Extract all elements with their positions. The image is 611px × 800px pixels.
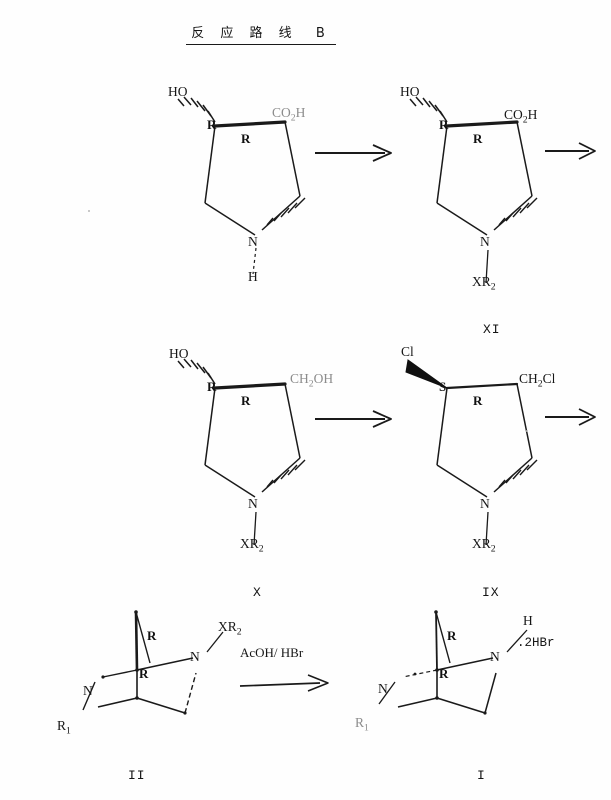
structure-X-side-chain-tail: OH xyxy=(313,371,334,386)
structure-II-n-top-substituent: XR2 xyxy=(218,620,242,637)
structure-1-c2-stereo: R xyxy=(241,131,251,146)
structure-II-bridge-stereo-bottom: R xyxy=(139,666,149,681)
structure-1-nitrogen-label: N xyxy=(248,234,258,249)
structure-1-carboxyl-C: CO xyxy=(272,105,291,120)
structure-XI-n-sub-index: 2 xyxy=(490,281,496,293)
structure-XI-c2-stereo: R xyxy=(473,131,483,146)
structure-IX-nitrogen-label: N xyxy=(480,496,490,511)
structure-IX-side-chain-sub: 2 xyxy=(537,378,543,390)
structure-XI-hydroxyl-label: HO xyxy=(400,84,420,99)
arrow-1b xyxy=(545,142,596,160)
structure-IX-side-chain-tail: Cl xyxy=(542,371,556,386)
structure-II-n-top-sub-text: XR xyxy=(218,619,237,634)
arrow-3a-reagent-label: AcOH/ HBr xyxy=(240,645,304,660)
structure-1-n-substituent: H xyxy=(248,269,258,284)
structure-II-n-bottom-sub-index: 1 xyxy=(66,725,71,737)
structure-IX-n-sub-index: 2 xyxy=(490,543,496,555)
structure-XI-carboxyl-C: CO xyxy=(504,107,523,122)
structure-IX-side-chain-CH: CH xyxy=(519,371,538,386)
structure-I-nitrogen-top: N xyxy=(490,649,500,664)
structure-1-carboxyl-H: H xyxy=(295,105,306,120)
structure-XI-c4-stereo: R xyxy=(439,117,449,132)
structure-I-bridge-stereo-top: R xyxy=(447,628,457,643)
structure-X-side-chain-CH: CH xyxy=(290,371,309,386)
structure-1-carboxyl-sub: 2 xyxy=(290,112,296,124)
structure-X-side-chain-label: CH2OH xyxy=(290,372,333,389)
structure-I-n-bottom-sub-text: R xyxy=(355,715,365,730)
scan-speck xyxy=(88,210,90,212)
structure-IX-c2-stereo: R xyxy=(473,393,483,408)
structure-II-nitrogen-bottom: N xyxy=(83,683,93,698)
structure-IX-skeleton xyxy=(405,359,538,546)
structure-II-n-top-sub-index: 2 xyxy=(236,626,242,638)
structure-I-n-top-substituent: H xyxy=(523,613,533,628)
structure-XI-n-substituent: XR2 xyxy=(472,275,496,292)
structure-I-skeleton xyxy=(378,610,528,715)
scheme-title: 反 应 路 线 B xyxy=(186,22,336,45)
structure-X-n-sub-index: 2 xyxy=(258,543,264,555)
structure-IX-side-chain-label: CH2Cl xyxy=(519,372,555,389)
structure-I-n-bottom-substituent: R1 xyxy=(355,716,369,733)
structure-II-n-bottom-sub-text: R xyxy=(57,718,67,733)
structure-X-nitrogen-label: N xyxy=(248,496,258,511)
structure-XI-n-sub-text: XR xyxy=(472,274,491,289)
structure-1-hydroxyl-label: HO xyxy=(168,84,188,99)
structure-1-skeleton xyxy=(177,96,306,275)
structure-X-hydroxyl-label: HO xyxy=(169,346,189,361)
structure-I-roman-label: I xyxy=(477,768,486,783)
structure-IX-c4-stereo: S xyxy=(439,379,447,394)
structure-IX-n-sub-text: XR xyxy=(472,536,491,551)
structure-X-c2-stereo: R xyxy=(241,393,251,408)
structure-X-n-sub-text: XR xyxy=(240,536,259,551)
structure-XI-nitrogen-label: N xyxy=(480,234,490,249)
structure-IX-roman-label: IX xyxy=(482,585,500,600)
structure-II-skeleton xyxy=(82,610,224,715)
arrow-2a xyxy=(315,410,392,428)
structure-II-nitrogen-top: N xyxy=(190,649,200,664)
structure-II-n-bottom-substituent: R1 xyxy=(57,719,71,736)
structure-I-nitrogen-bottom: N xyxy=(378,681,388,696)
scan-speck xyxy=(526,430,528,432)
arrow-3a xyxy=(239,674,329,692)
structure-XI-skeleton xyxy=(409,96,538,284)
structure-XI-roman-label: XI xyxy=(483,322,501,337)
structure-IX-chloro-label: Cl xyxy=(401,344,414,359)
structure-1-carboxyl-label: CO2H xyxy=(272,106,305,123)
structure-II-bridge-stereo-top: R xyxy=(147,628,157,643)
structure-I-n-bottom-sub-index: 1 xyxy=(364,722,369,734)
structure-II-roman-label: II xyxy=(128,768,146,783)
scheme-title-suffix: B xyxy=(315,26,331,41)
arrow-1a xyxy=(315,144,392,162)
arrow-2b xyxy=(545,408,596,426)
structure-XI-carboxyl-sub: 2 xyxy=(522,114,528,126)
structure-I-bridge-stereo-bottom: R xyxy=(439,666,449,681)
structure-I-salt-label: .2HBr xyxy=(517,636,555,650)
structure-X-n-substituent: XR2 xyxy=(240,537,264,554)
structure-1-c4-stereo: R xyxy=(207,117,217,132)
structure-XI-carboxyl-H: H xyxy=(527,107,538,122)
structure-X-roman-label: X xyxy=(253,585,262,600)
structure-X-c4-stereo: R xyxy=(207,379,217,394)
structure-XI-carboxyl-label: CO2H xyxy=(504,108,537,125)
structure-X-skeleton xyxy=(177,358,306,546)
structure-X-side-chain-sub: 2 xyxy=(308,378,314,390)
structure-IX-n-substituent: XR2 xyxy=(472,537,496,554)
scheme-title-cjk: 反 应 路 线 xyxy=(191,26,298,41)
